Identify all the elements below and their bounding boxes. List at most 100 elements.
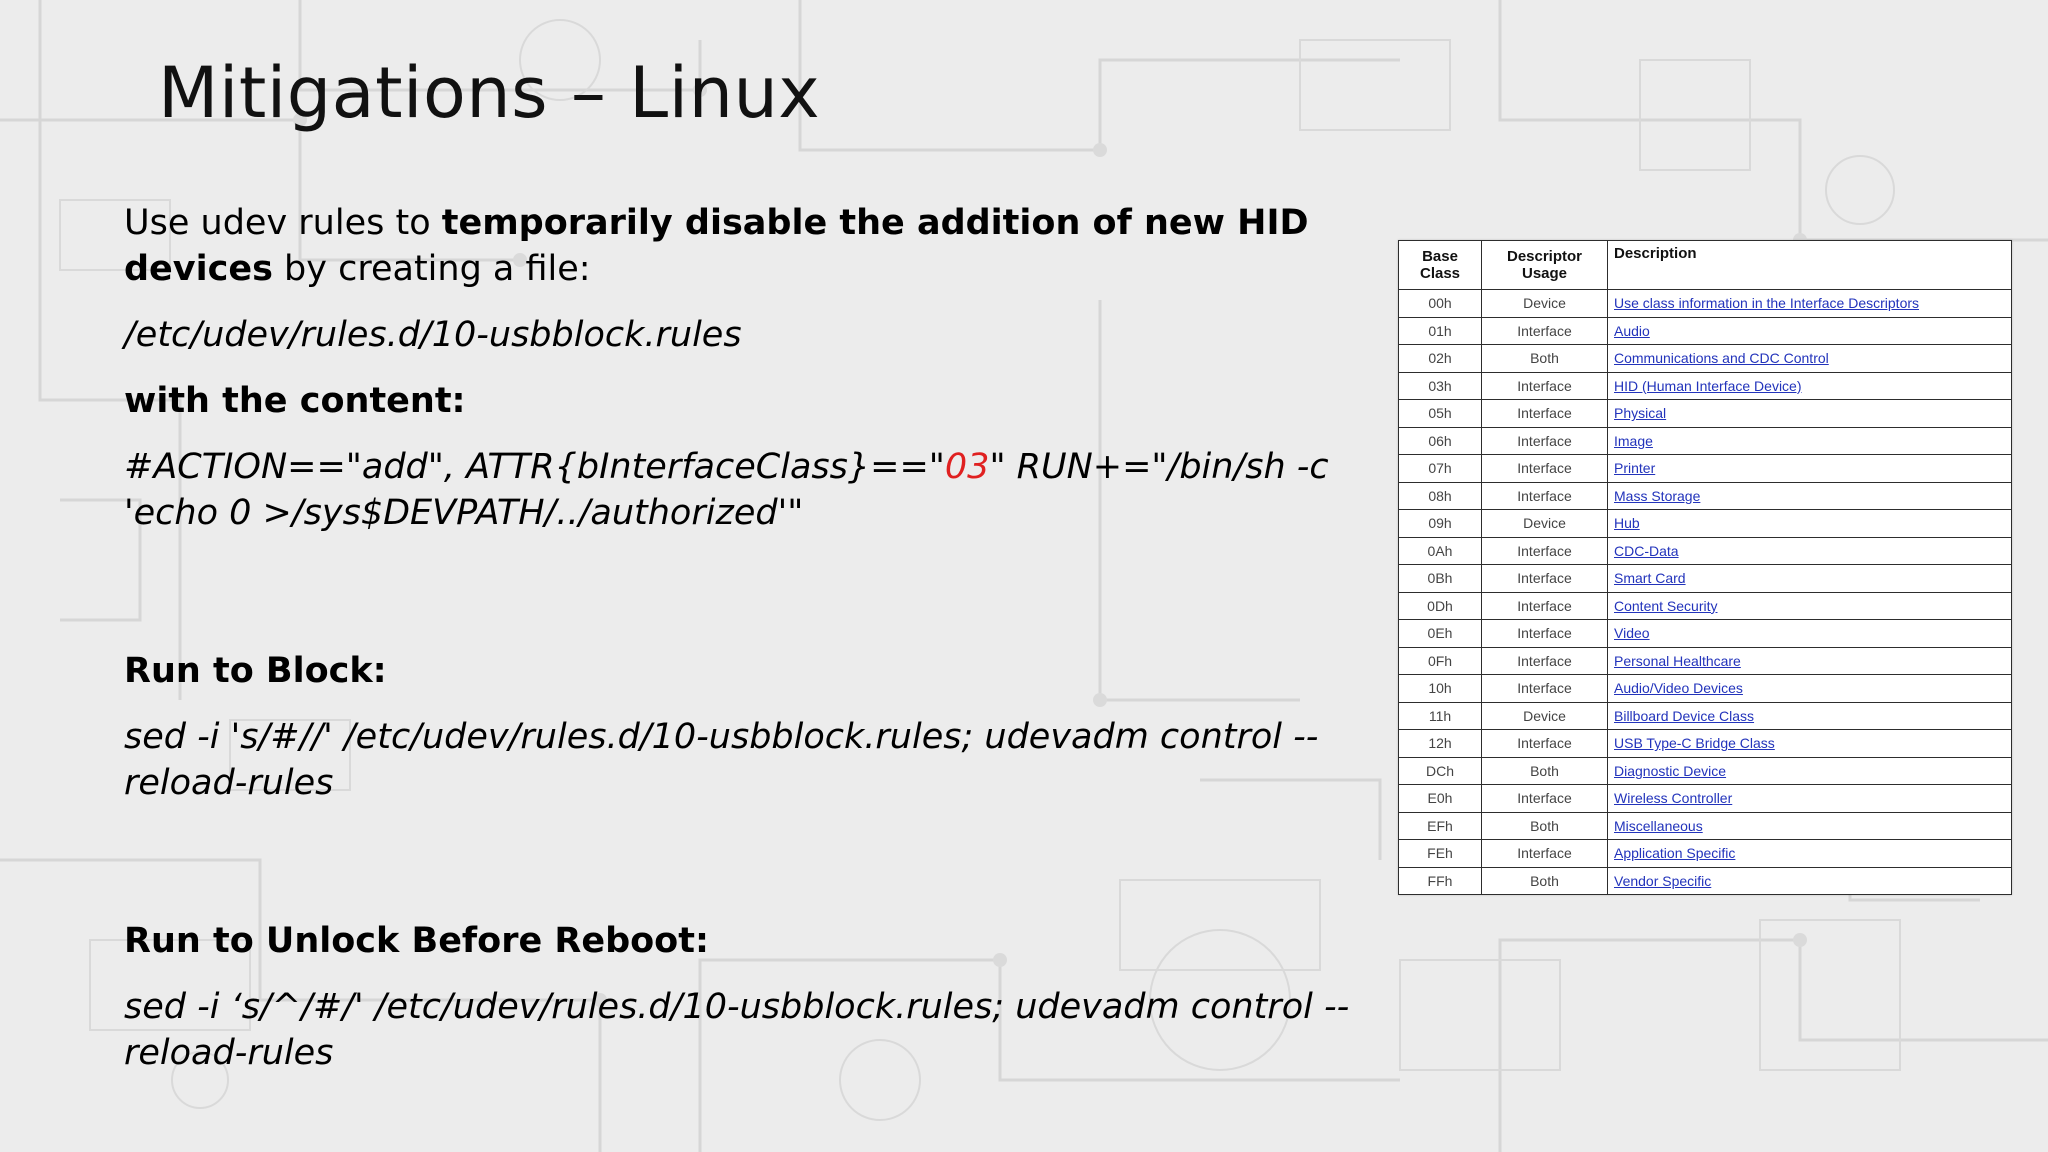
descriptor-usage-cell: Interface — [1481, 426, 1608, 455]
description-link[interactable]: Wireless Controller — [1614, 790, 1733, 807]
descriptor-usage-cell: Both — [1481, 811, 1608, 840]
description-cell: Audio/Video Devices — [1607, 674, 2012, 703]
description-cell: Image — [1607, 426, 2012, 455]
descriptor-usage-cell: Interface — [1481, 674, 1608, 703]
description-link[interactable]: Personal Healthcare — [1614, 652, 1741, 669]
description-link[interactable]: Image — [1614, 432, 1653, 449]
base-class-cell: 10h — [1398, 674, 1482, 703]
description-cell: Application Specific — [1607, 839, 2012, 868]
description-link[interactable]: USB Type-C Bridge Class — [1614, 735, 1775, 752]
description-link[interactable]: Printer — [1614, 460, 1656, 477]
with-content-label: with the content: — [124, 381, 466, 421]
base-class-cell: FFh — [1398, 866, 1482, 895]
descriptor-usage-cell: Interface — [1481, 536, 1608, 565]
description-link[interactable]: Billboard Device Class — [1614, 707, 1755, 724]
descriptor-usage-cell: Interface — [1481, 316, 1608, 345]
description-cell: Personal Healthcare — [1607, 646, 2012, 675]
base-class-cell: FEh — [1398, 839, 1482, 868]
description-link[interactable]: Communications and CDC Control — [1614, 350, 1829, 367]
descriptor-usage-cell: Interface — [1481, 619, 1608, 648]
base-class-cell: 09h — [1398, 509, 1482, 538]
slide-body: Use udev rules to temporarily disable th… — [124, 200, 1354, 1076]
description-link[interactable]: Smart Card — [1614, 570, 1686, 587]
header-base-class: Base Class — [1398, 240, 1482, 290]
slide-title: Mitigations – Linux — [158, 52, 821, 134]
description-cell: CDC-Data — [1607, 536, 2012, 565]
descriptor-usage-cell: Device — [1481, 289, 1608, 318]
run-unlock-label: Run to Unlock Before Reboot: — [124, 921, 709, 961]
intro-text-post: by creating a file: — [272, 249, 591, 289]
base-class-cell: 07h — [1398, 454, 1482, 483]
base-class-cell: 12h — [1398, 729, 1482, 758]
intro-text-bold: temporarily disable the addition of new … — [124, 203, 1309, 289]
usb-class-codes-table: Base Class Descriptor Usage Description … — [1398, 240, 2012, 895]
description-link[interactable]: Audio — [1614, 322, 1650, 339]
descriptor-usage-cell: Interface — [1481, 591, 1608, 620]
base-class-cell: 08h — [1398, 481, 1482, 510]
udev-rule-post: " RUN+="/bin/sh -c 'echo 0 >/sys$DEVPATH… — [124, 447, 1329, 533]
run-block-command: sed -i 's/#//' /etc/udev/rules.d/10-usbb… — [124, 717, 1319, 803]
rules-file-path: /etc/udev/rules.d/10-usbblock.rules — [124, 315, 742, 355]
header-descriptor-usage: Descriptor Usage — [1481, 240, 1608, 290]
descriptor-usage-cell: Interface — [1481, 481, 1608, 510]
descriptor-usage-cell: Interface — [1481, 839, 1608, 868]
base-class-cell: 0Fh — [1398, 646, 1482, 675]
descriptor-usage-cell: Both — [1481, 866, 1608, 895]
description-cell: Video — [1607, 619, 2012, 648]
descriptor-usage-cell: Interface — [1481, 646, 1608, 675]
base-class-cell: 03h — [1398, 371, 1482, 400]
base-class-cell: DCh — [1398, 756, 1482, 785]
description-link[interactable]: Content Security — [1614, 597, 1718, 614]
description-link[interactable]: Use class information in the Interface D… — [1614, 295, 1920, 312]
run-block-label: Run to Block: — [124, 651, 387, 691]
description-link[interactable]: Hub — [1614, 515, 1640, 532]
descriptor-usage-cell: Interface — [1481, 564, 1608, 593]
header-description: Description — [1607, 240, 2012, 290]
description-link[interactable]: Diagnostic Device — [1614, 762, 1727, 779]
descriptor-usage-cell: Device — [1481, 701, 1608, 730]
description-link[interactable]: Miscellaneous — [1614, 817, 1703, 834]
description-link[interactable]: Vendor Specific — [1614, 872, 1712, 889]
description-cell: Physical — [1607, 399, 2012, 428]
descriptor-usage-cell: Interface — [1481, 454, 1608, 483]
description-cell: Billboard Device Class — [1607, 701, 2012, 730]
descriptor-usage-cell: Device — [1481, 509, 1608, 538]
description-link[interactable]: Video — [1614, 625, 1650, 642]
hid-class-highlight: 03 — [944, 447, 990, 487]
description-cell: Vendor Specific — [1607, 866, 2012, 895]
description-link[interactable]: Physical — [1614, 405, 1667, 422]
base-class-cell: 05h — [1398, 399, 1482, 428]
udev-rule-pre: #ACTION=="add", ATTR{bInterfaceClass}==" — [124, 447, 945, 487]
intro-text-pre: Use udev rules to — [124, 203, 442, 243]
description-link[interactable]: HID (Human Interface Device) — [1614, 377, 1802, 394]
description-cell: Smart Card — [1607, 564, 2012, 593]
base-class-cell: 00h — [1398, 289, 1482, 318]
base-class-cell: 0Dh — [1398, 591, 1482, 620]
description-link[interactable]: CDC-Data — [1614, 542, 1679, 559]
description-link[interactable]: Audio/Video Devices — [1614, 680, 1743, 697]
description-cell: Wireless Controller — [1607, 784, 2012, 813]
description-cell: Audio — [1607, 316, 2012, 345]
base-class-cell: 0Eh — [1398, 619, 1482, 648]
description-link[interactable]: Mass Storage — [1614, 487, 1701, 504]
description-cell: Communications and CDC Control — [1607, 344, 2012, 373]
description-link[interactable]: Application Specific — [1614, 845, 1736, 862]
table-header-row: Base Class Descriptor Usage Description — [1398, 240, 2012, 290]
